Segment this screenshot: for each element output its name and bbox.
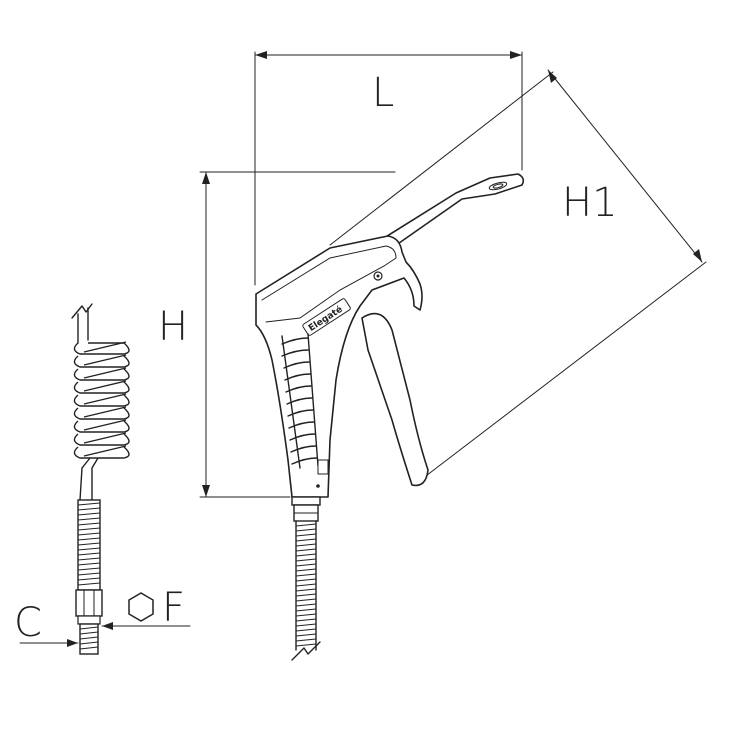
hexagon-icon [128, 592, 154, 622]
dimension-h1: H1 [329, 69, 707, 483]
trigger [361, 312, 429, 487]
blow-gun: Elegaté [255, 173, 525, 661]
coiled-extension [71, 303, 130, 655]
gun-handle [255, 235, 423, 498]
dimension-h1-label: H1 [562, 180, 618, 226]
dimension-c-label: C [14, 600, 42, 646]
dimension-f-label: F [162, 585, 185, 631]
dimension-h-label: H [158, 304, 188, 350]
threaded-hose [291, 520, 321, 661]
dimension-f: F [101, 585, 191, 631]
grip-ribs [281, 333, 319, 469]
nozzle-tube [375, 173, 525, 249]
dimension-c: C [14, 600, 79, 647]
dimension-h: H [158, 171, 396, 498]
dimension-l-label: L [372, 70, 394, 116]
dimension-l: L [254, 51, 523, 286]
